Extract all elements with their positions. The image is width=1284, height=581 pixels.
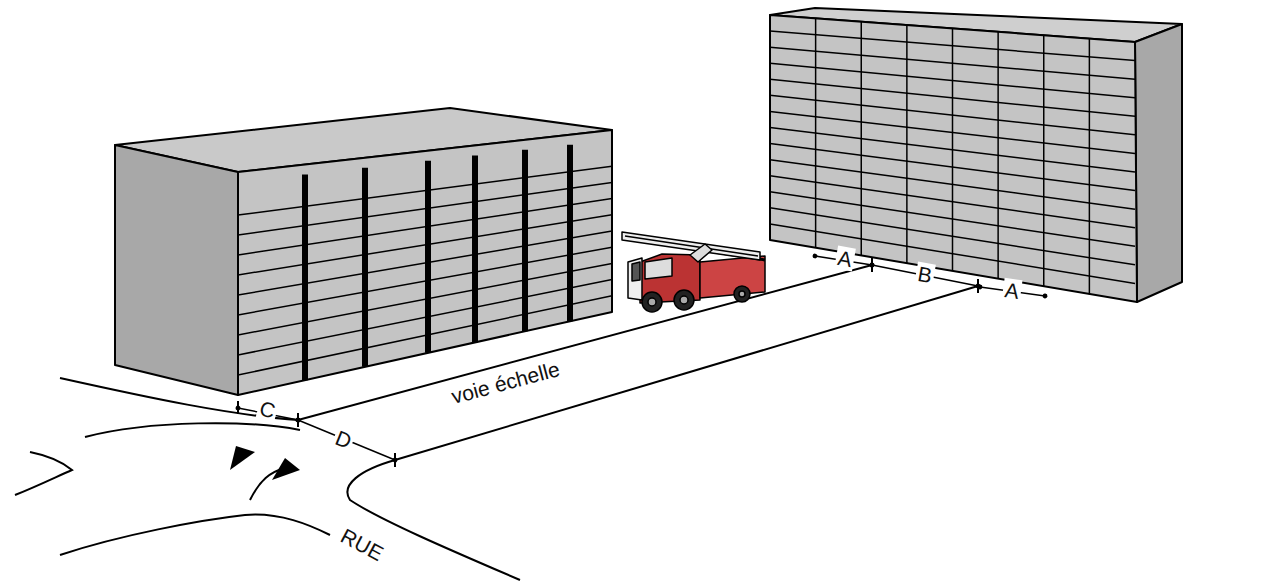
window-line: [238, 280, 612, 355]
right-building: [770, 8, 1182, 302]
street-arrows: [230, 446, 300, 480]
window-line: [238, 247, 612, 315]
window-line: [770, 111, 1135, 153]
window-line: [238, 199, 612, 255]
window-line: [238, 231, 612, 295]
window-line: [238, 263, 612, 335]
road-lines: [15, 265, 978, 580]
dimension-lines: [238, 256, 1045, 460]
dimension-ticks: [238, 258, 978, 467]
dimension-label: D: [331, 426, 357, 455]
window-line: [770, 63, 1135, 98]
window-line: [770, 31, 1135, 61]
left-building: [115, 108, 612, 395]
street-label: RUE: [335, 523, 389, 566]
window-line: [770, 95, 1135, 135]
dimension-label: A: [1001, 278, 1022, 303]
window-line: [770, 208, 1135, 265]
dimension-label: A: [834, 246, 856, 272]
window-line: [770, 224, 1135, 283]
fire-truck: [622, 232, 765, 312]
window-line: [238, 215, 612, 275]
window-line: [770, 176, 1135, 228]
window-line: [770, 128, 1135, 173]
dimension-label: C: [256, 396, 280, 423]
dimension-label: B: [914, 262, 936, 288]
window-line: [770, 47, 1135, 79]
window-line: [770, 192, 1135, 247]
window-line: [770, 79, 1135, 116]
